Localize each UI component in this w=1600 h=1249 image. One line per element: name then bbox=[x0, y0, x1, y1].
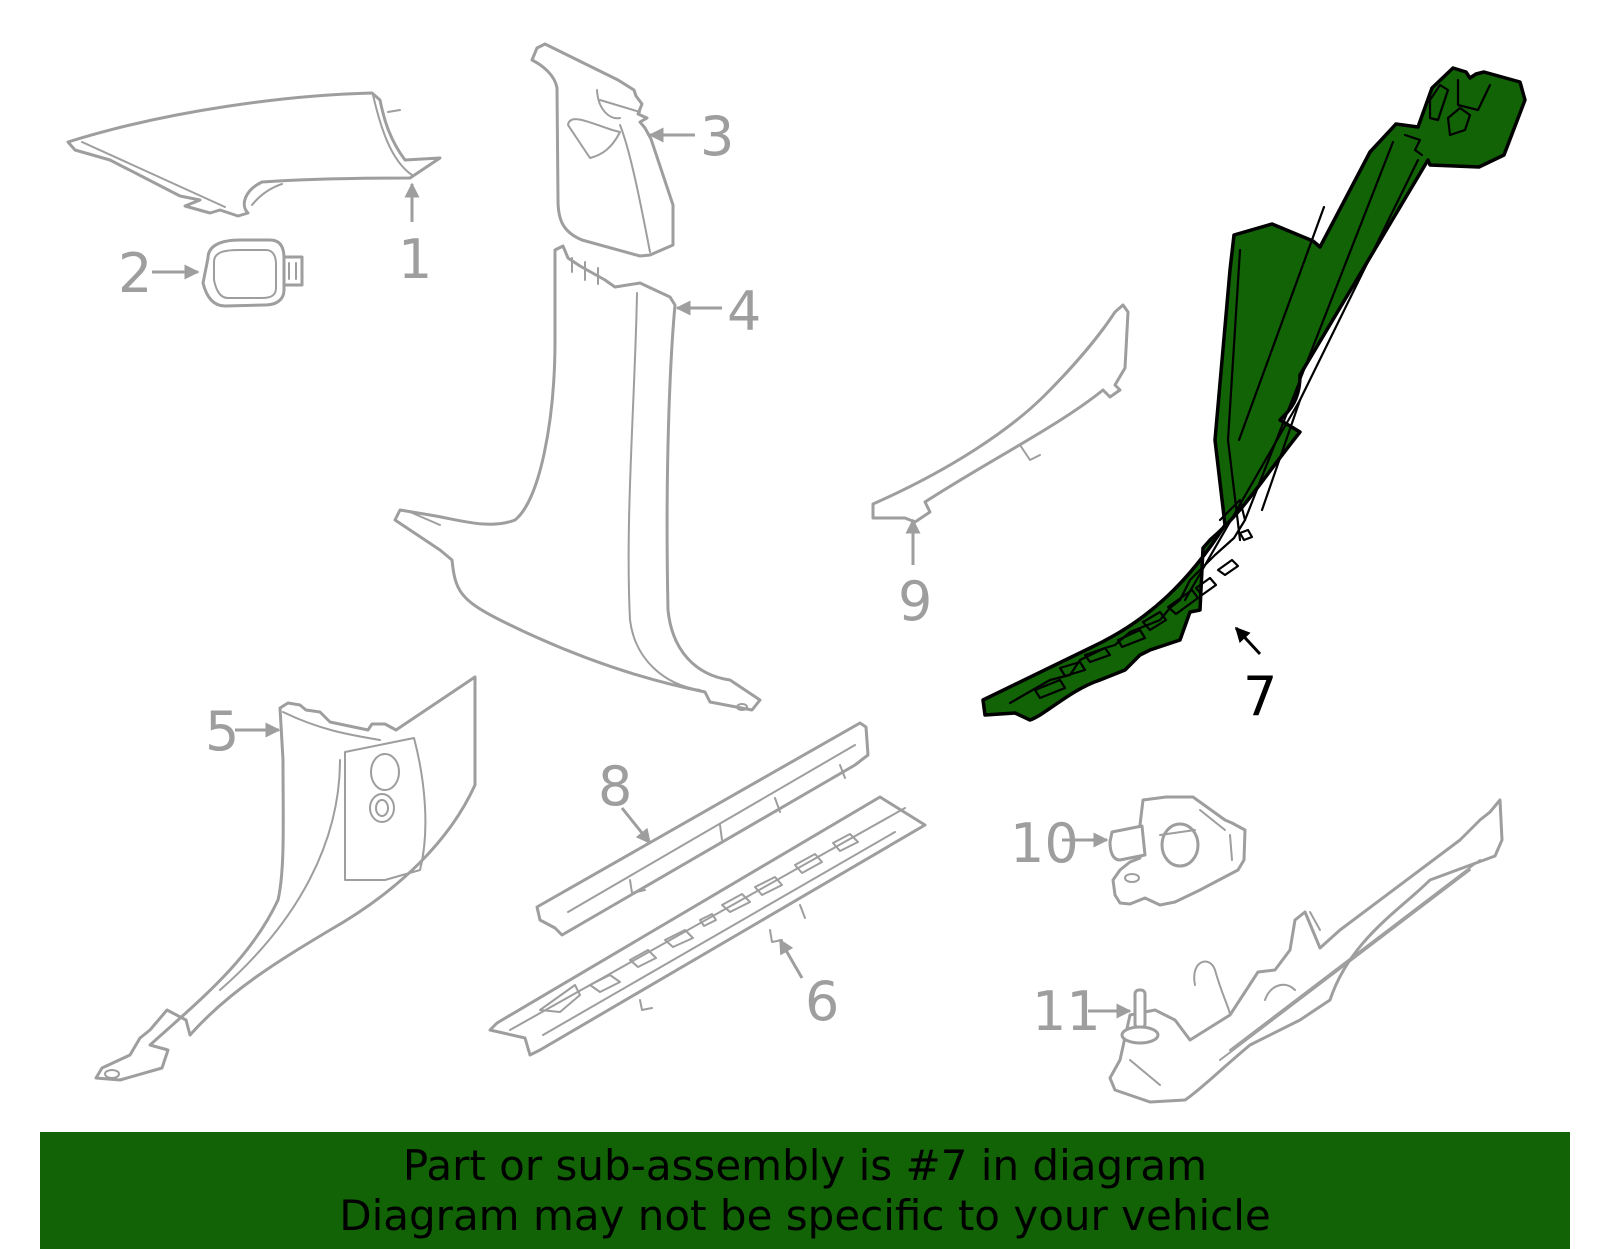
callout-10: 10 bbox=[1010, 812, 1079, 875]
part-5-kick-panel[interactable] bbox=[94, 675, 477, 1082]
part-3-b-pillar-upper-trim[interactable] bbox=[530, 42, 675, 258]
banner-line-disclaimer: Diagram may not be specific to your vehi… bbox=[339, 1190, 1271, 1240]
part-8-sill-trim-strip[interactable] bbox=[535, 721, 870, 937]
callout-9: 9 bbox=[898, 570, 932, 633]
callout-2: 2 bbox=[118, 242, 152, 305]
part-9-rear-sill-trim-strip[interactable] bbox=[871, 303, 1130, 524]
part-2-clip-grommet[interactable] bbox=[201, 238, 304, 308]
callout-7: 7 bbox=[1243, 665, 1277, 728]
part-6-front-sill-plate[interactable] bbox=[488, 795, 927, 1057]
callout-6: 6 bbox=[805, 970, 839, 1033]
part-7-rear-sill-pillar-trim[interactable] bbox=[981, 66, 1527, 722]
parts-diagram: 1 2 3 4 5 bbox=[66, 42, 1527, 1104]
callout-3: 3 bbox=[700, 105, 734, 168]
part-10-sensor-bracket[interactable] bbox=[1108, 795, 1247, 907]
info-banner: Part or sub-assembly is #7 in diagram Di… bbox=[40, 1132, 1570, 1249]
callout-11: 11 bbox=[1032, 980, 1101, 1043]
part-11-rear-sill-retainer[interactable] bbox=[1108, 798, 1504, 1104]
callout-4: 4 bbox=[727, 280, 761, 343]
part-1-upper-trim-panel[interactable] bbox=[66, 91, 442, 218]
callout-5: 5 bbox=[205, 700, 239, 763]
callout-8: 8 bbox=[598, 755, 632, 818]
banner-line-part-number: Part or sub-assembly is #7 in diagram bbox=[402, 1140, 1208, 1190]
part-4-b-pillar-lower-trim[interactable] bbox=[393, 244, 762, 712]
callout-1: 1 bbox=[398, 228, 432, 291]
